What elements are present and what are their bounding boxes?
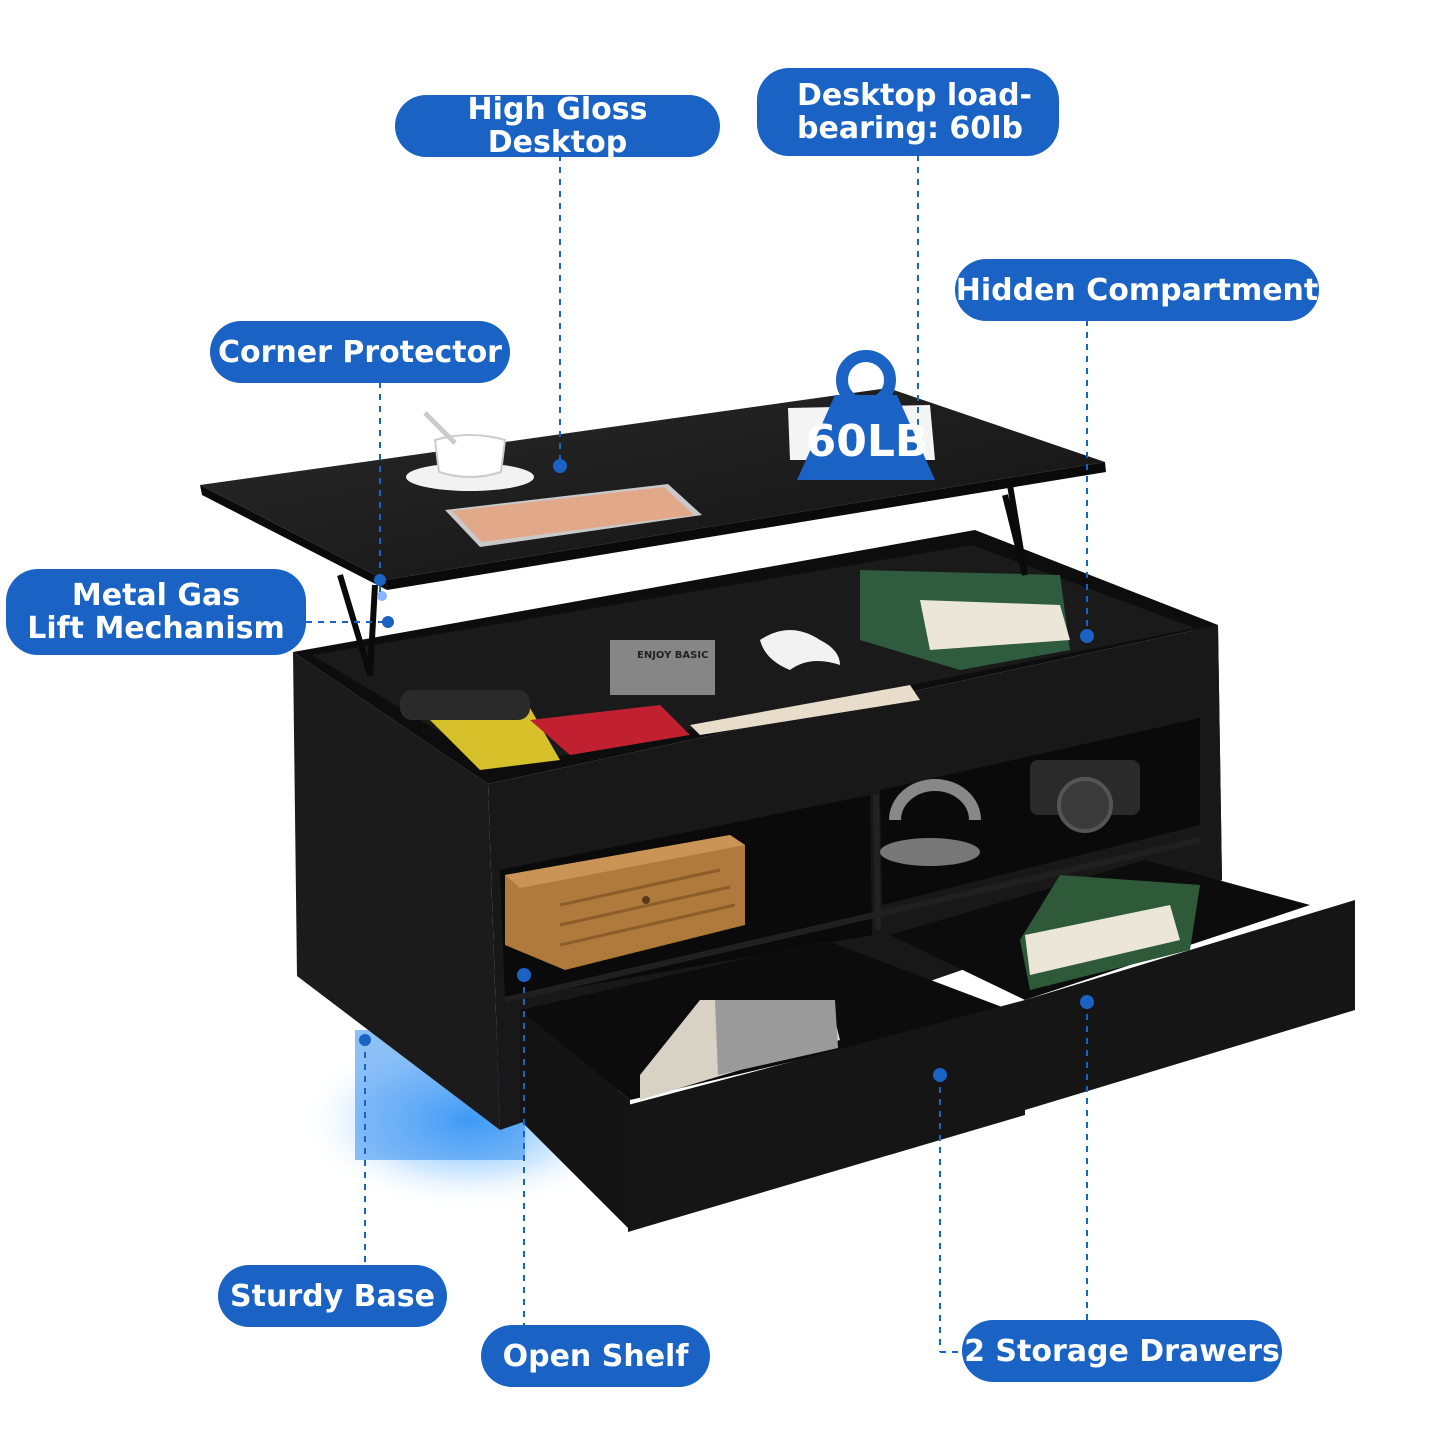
box-label: ENJOY BASIC	[637, 650, 709, 661]
wicker-basket	[505, 835, 745, 970]
callout-load-line2: bearing: 60lb	[797, 111, 1023, 146]
callout-gas-line2: Lift Mechanism	[27, 611, 285, 646]
callout-high-gloss-label: High Gloss Desktop	[467, 92, 648, 160]
callout-gas-lift: Metal Gas Lift Mechanism	[6, 569, 306, 655]
callout-sturdy-base: Sturdy Base	[218, 1265, 447, 1327]
callout-storage-drawers: 2 Storage Drawers	[962, 1320, 1282, 1382]
callout-corner-label: Corner Protector	[218, 334, 502, 370]
drawers	[520, 860, 1355, 1232]
callout-corner-protector: Corner Protector	[210, 321, 510, 383]
callout-sturdy-label: Sturdy Base	[230, 1278, 435, 1314]
callout-gas-line1: Metal Gas	[71, 578, 241, 613]
callout-open-shelf: Open Shelf	[481, 1325, 710, 1387]
callout-load-line1: Desktop load-	[797, 78, 1032, 113]
weight-badge-icon	[797, 350, 935, 480]
callout-dots	[359, 459, 1094, 1082]
shelf-items	[880, 760, 1140, 866]
callout-high-gloss-desktop: High Gloss Desktop	[395, 92, 720, 160]
callout-connectors	[306, 155, 1088, 1353]
compartment-items	[400, 570, 1070, 770]
weight-badge-text: 60LB	[805, 416, 929, 467]
callout-load-bearing: Desktop load- bearing: 60lb	[757, 68, 1059, 156]
callout-drawers-label: 2 Storage Drawers	[964, 1333, 1280, 1369]
callout-hidden-compartment: Hidden Compartment	[955, 259, 1319, 321]
lift-mechanism	[337, 484, 1028, 676]
callout-open-shelf-label: Open Shelf	[502, 1338, 689, 1374]
callout-hidden-label: Hidden Compartment	[955, 272, 1319, 308]
